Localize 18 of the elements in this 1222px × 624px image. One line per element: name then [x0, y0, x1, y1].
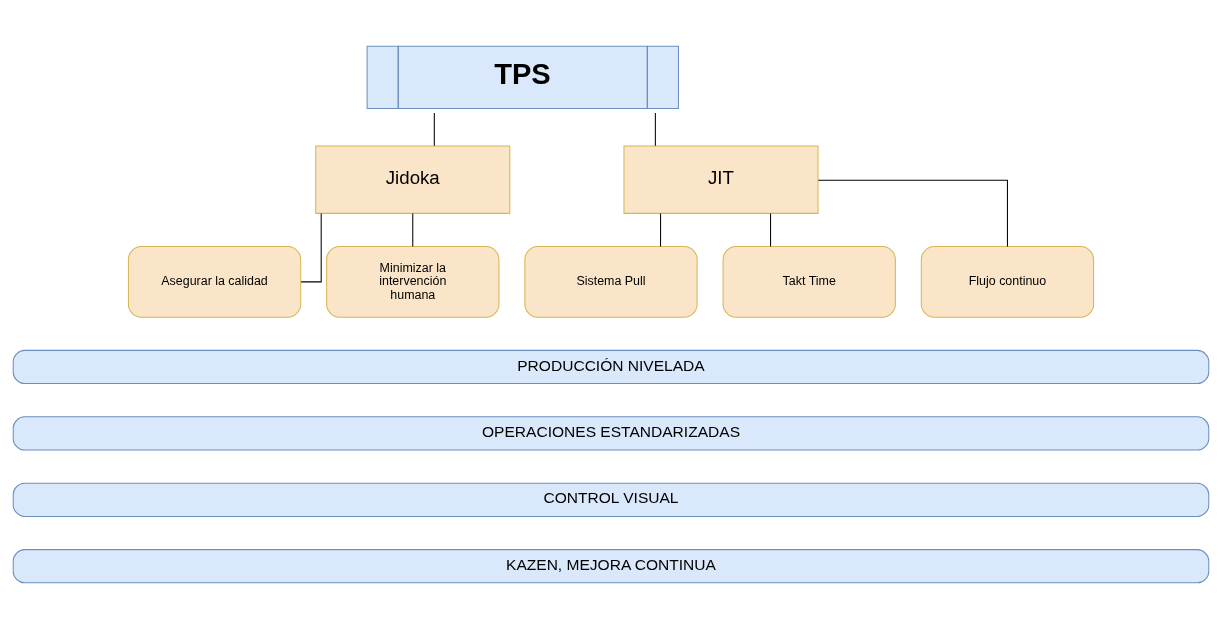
connector — [770, 212, 772, 247]
node-box: CONTROL VISUAL — [12, 482, 1210, 517]
connector — [300, 212, 322, 282]
node-box: JIT — [623, 144, 819, 214]
node-box: Takt Time — [722, 245, 896, 318]
node-box: Jidoka — [315, 144, 511, 214]
connector — [433, 111, 435, 146]
node-box: PRODUCCIÓN NIVELADA — [12, 349, 1210, 384]
node-box: Minimizar la intervención humana — [326, 245, 500, 318]
node-box: OPERACIONES ESTANDARIZADAS — [12, 415, 1210, 451]
node-box: Flujo continuo — [920, 245, 1095, 318]
node-box: KAZEN, MEJORA CONTINUA — [12, 548, 1210, 583]
node-box: Asegurar la calidad — [127, 245, 302, 318]
connector — [654, 111, 656, 146]
connector — [660, 212, 662, 247]
connector — [412, 212, 414, 247]
connector — [817, 179, 1008, 247]
node-box: Sistema Pull — [524, 245, 698, 318]
